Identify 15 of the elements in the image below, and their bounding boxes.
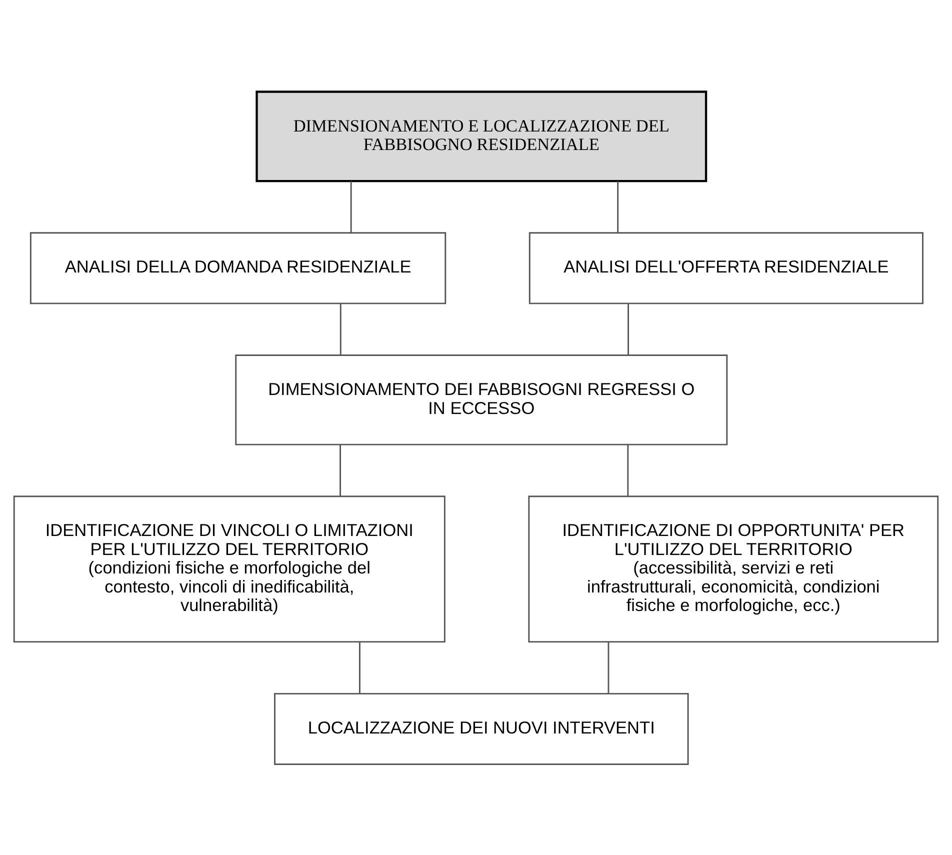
connector bbox=[628, 302, 629, 355]
connector bbox=[617, 180, 619, 232]
connector bbox=[627, 444, 629, 496]
connector bbox=[340, 302, 342, 355]
connector bbox=[340, 444, 341, 496]
node-box: ANALISI DELLA DOMANDA RESIDENZIALE bbox=[30, 232, 446, 304]
connector bbox=[350, 180, 352, 232]
node-box: DIMENSIONAMENTO E LOCALIZZAZIONE DEL FABBISOGNO RESIDENZIALE bbox=[256, 90, 708, 182]
node-box: IDENTIFICAZIONE DI OPPORTUNITA' PER L'UTILIZZO DEL TERRITORIO (accessibilità, servizi e reti infrastrutturali, economicità, condizioni fisiche e morfologiche, ecc.) bbox=[528, 495, 939, 642]
node-box: IDENTIFICAZIONE DI VINCOLI O LIMITAZIONI PER L'UTILIZZO DEL TERRITORIO (condizioni fisiche e morfologiche del contesto, vincoli di inedificabilità, vulnerabilità) bbox=[13, 495, 446, 642]
node-box: LOCALIZZAZIONE DEI NUOVI INTERVENTI bbox=[274, 692, 689, 764]
connector bbox=[608, 642, 610, 694]
connector bbox=[359, 642, 360, 694]
node-box: DIMENSIONAMENTO DEI FABBISOGNI REGRESSI O IN ECCESSO bbox=[235, 354, 728, 445]
node-box: ANALISI DELL'OFFERTA RESIDENZIALE bbox=[528, 232, 924, 304]
